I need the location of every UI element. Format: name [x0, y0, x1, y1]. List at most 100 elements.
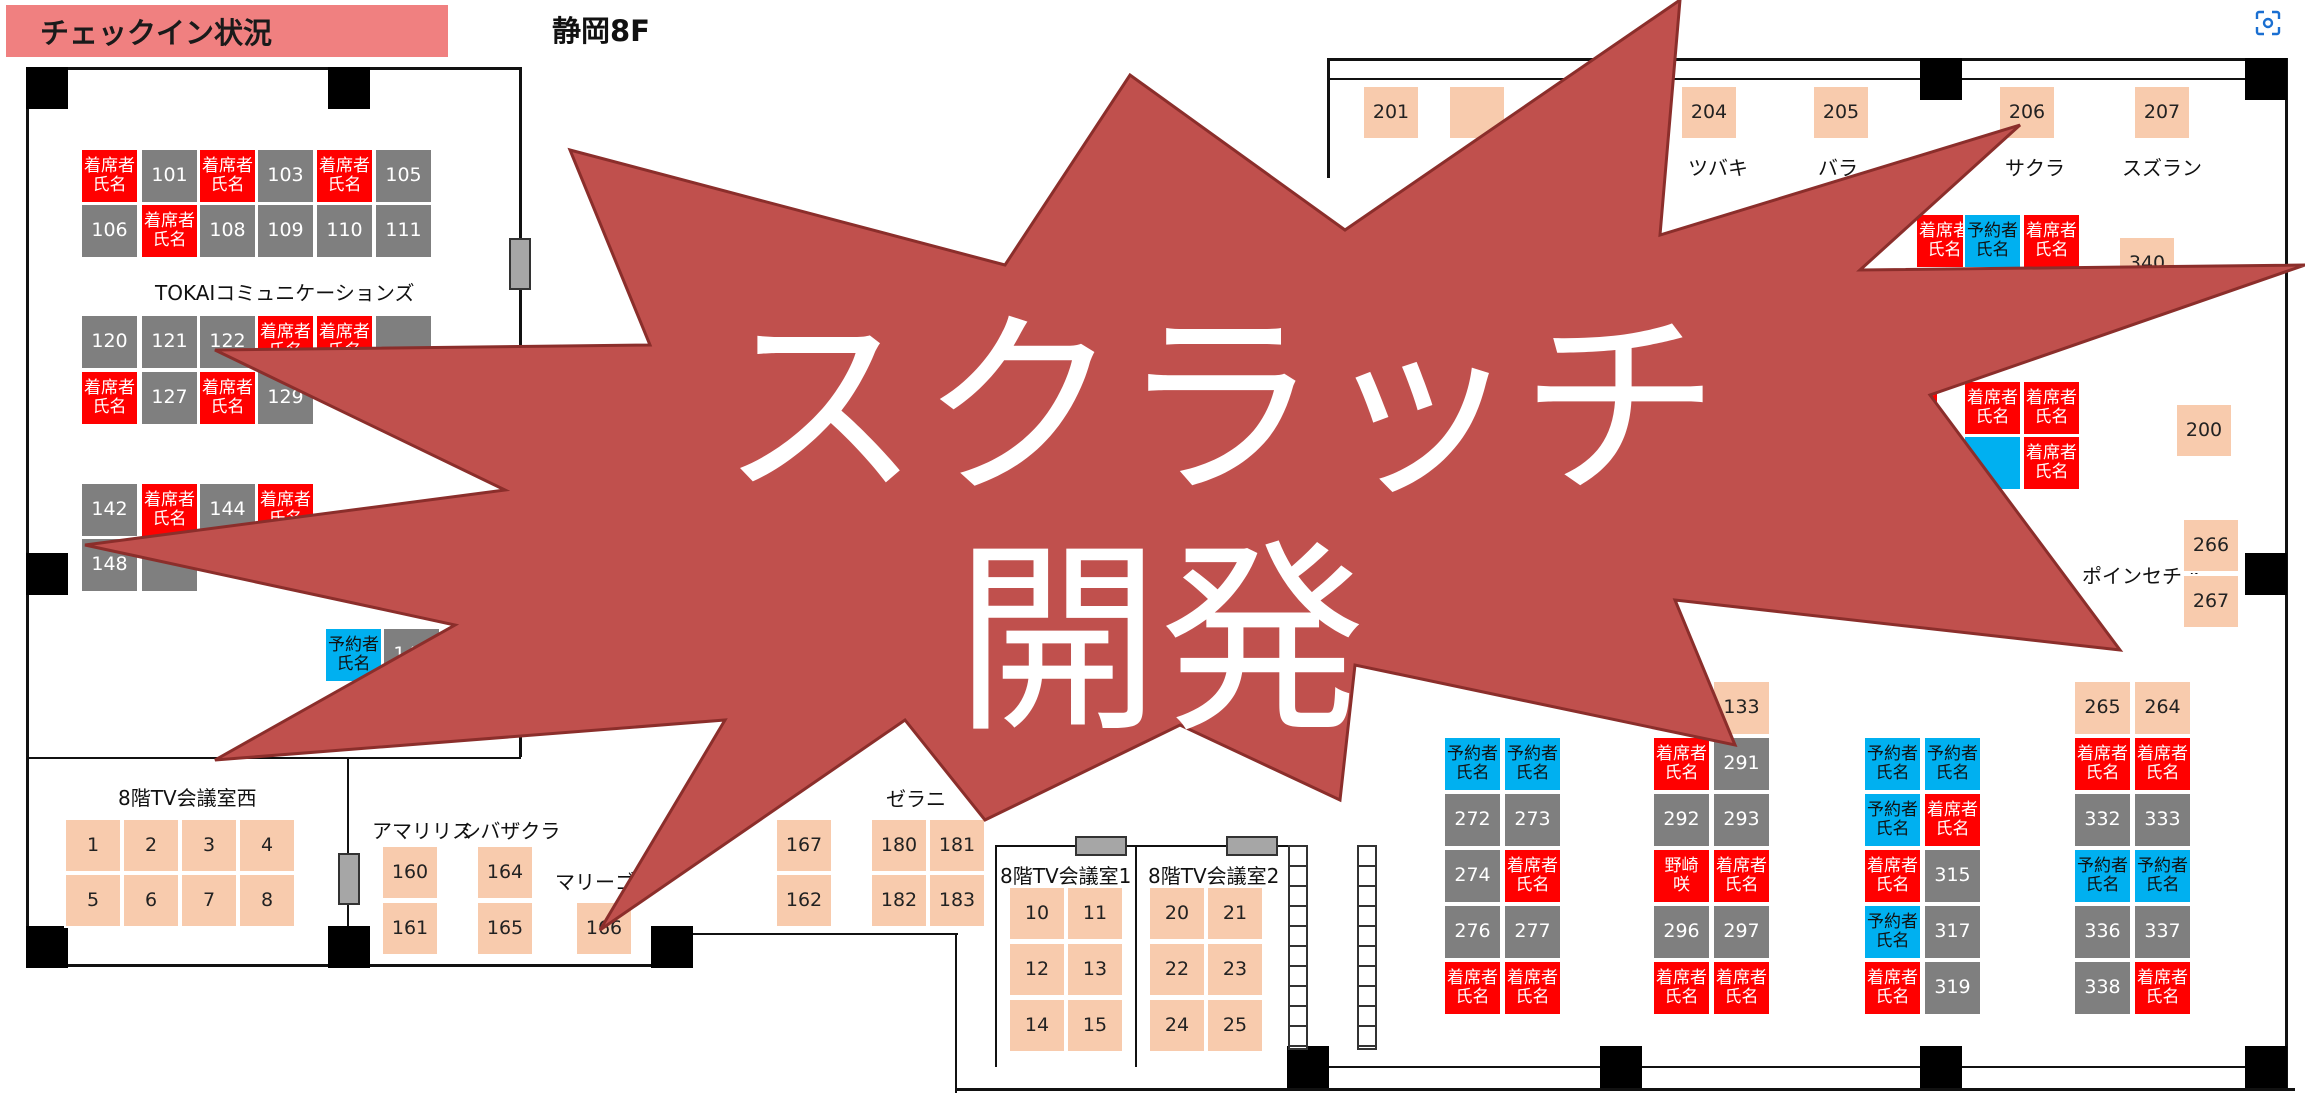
seat-r8[interactable]: 予約者 氏名	[2133, 848, 2192, 904]
seat-s274[interactable]: 274	[1443, 848, 1502, 904]
seat-s264[interactable]: 264	[2133, 680, 2192, 736]
seat-o1[interactable]: 着席者 氏名	[1503, 848, 1562, 904]
room-m15[interactable]: 15	[1066, 998, 1124, 1053]
seat-s110[interactable]: 110	[315, 203, 374, 259]
seat-s142[interactable]: 142	[80, 482, 139, 538]
room-m207[interactable]: 207	[2133, 85, 2191, 140]
seat-s101a[interactable]: 着席者 氏名	[80, 148, 139, 204]
room-m10[interactable]: 10	[1008, 886, 1066, 941]
seat-s128[interactable]: 着席者 氏名	[198, 370, 257, 426]
seat-o13[interactable]: 着席者 氏名	[2133, 736, 2192, 792]
room-m180[interactable]: 180	[870, 818, 928, 873]
room-m6[interactable]: 6	[122, 873, 180, 928]
seat-o7[interactable]: 着席者 氏名	[1652, 960, 1711, 1016]
room-m162[interactable]: 162	[775, 873, 833, 928]
seat-s291[interactable]: 291	[1712, 736, 1771, 792]
seat-s121[interactable]: 121	[140, 314, 199, 370]
room-m200[interactable]: 200	[2175, 403, 2233, 458]
seat-s122[interactable]: 122	[198, 314, 257, 370]
seat-o17[interactable]: 着席者 氏名	[1963, 380, 2022, 436]
room-m11[interactable]: 11	[1066, 886, 1124, 941]
seat-r3[interactable]: 予約者 氏名	[1863, 736, 1922, 792]
seat-s103[interactable]: 103	[256, 148, 315, 204]
seat-s276[interactable]: 276	[1443, 904, 1502, 960]
seat-s133[interactable]: 133	[1712, 680, 1771, 736]
room-m24[interactable]: 24	[1148, 998, 1206, 1053]
seat-s336[interactable]: 336	[2073, 904, 2132, 960]
room-m182[interactable]: 182	[870, 873, 928, 928]
seat-s109[interactable]: 109	[256, 203, 315, 259]
room-m165[interactable]: 165	[476, 901, 534, 956]
seat-s315[interactable]: 315	[1923, 848, 1982, 904]
room-m204[interactable]: 204	[1680, 85, 1738, 140]
seat-s337[interactable]: 337	[2133, 904, 2192, 960]
seat-s127[interactable]: 127	[140, 370, 199, 426]
room-m3[interactable]: 3	[180, 818, 238, 873]
room-m20[interactable]: 20	[1148, 886, 1206, 941]
room-m183[interactable]: 183	[928, 873, 986, 928]
room-m25[interactable]: 25	[1206, 998, 1264, 1053]
room-m12[interactable]: 12	[1008, 942, 1066, 997]
room-m267[interactable]: 267	[2182, 574, 2240, 629]
seat-r2[interactable]: 予約者 氏名	[1503, 736, 1562, 792]
seat-s265[interactable]: 265	[2073, 680, 2132, 736]
seat-s102[interactable]: 着席者 氏名	[198, 148, 257, 204]
seat-s104[interactable]: 着席者 氏名	[315, 148, 374, 204]
room-m201[interactable]: 201	[1362, 85, 1420, 140]
seat-s273[interactable]: 273	[1503, 792, 1562, 848]
seat-s333[interactable]: 333	[2133, 792, 2192, 848]
seat-r6[interactable]: 予約者 氏名	[1863, 904, 1922, 960]
seat-s107[interactable]: 着席者 氏名	[140, 203, 199, 259]
seat-s106[interactable]: 106	[80, 203, 139, 259]
seat-r1[interactable]: 予約者 氏名	[1443, 736, 1502, 792]
room-m4[interactable]: 4	[238, 818, 296, 873]
seat-s111[interactable]: 111	[374, 203, 433, 259]
seat-o19[interactable]: 着席者 氏名	[2022, 435, 2081, 491]
seat-o6[interactable]: 着席者 氏名	[1712, 848, 1771, 904]
seat-s338[interactable]: 338	[2073, 960, 2132, 1016]
seat-r4[interactable]: 予約者 氏名	[1923, 736, 1982, 792]
room-m167[interactable]: 167	[775, 818, 833, 873]
room-m160[interactable]: 160	[381, 845, 439, 900]
seat-o11[interactable]: 着席者 氏名	[1863, 960, 1922, 1016]
room-m7[interactable]: 7	[180, 873, 238, 928]
room-m13[interactable]: 13	[1066, 942, 1124, 997]
seat-s272[interactable]: 272	[1443, 792, 1502, 848]
seat-r7[interactable]: 予約者 氏名	[2073, 848, 2132, 904]
seat-s126[interactable]: 着席者 氏名	[80, 370, 139, 426]
room-m5[interactable]: 5	[64, 873, 122, 928]
seat-o8[interactable]: 着席者 氏名	[1712, 960, 1771, 1016]
room-m21[interactable]: 21	[1206, 886, 1264, 941]
seat-s292[interactable]: 292	[1652, 792, 1711, 848]
seat-o14[interactable]: 着席者 氏名	[2133, 960, 2192, 1016]
room-m2[interactable]: 2	[122, 818, 180, 873]
seat-s293[interactable]: 293	[1712, 792, 1771, 848]
seat-o10[interactable]: 着席者 氏名	[1863, 848, 1922, 904]
seat-s101[interactable]: 101	[140, 148, 199, 204]
seat-s105[interactable]: 105	[374, 148, 433, 204]
room-m266[interactable]: 266	[2182, 518, 2240, 573]
seat-s297[interactable]: 297	[1712, 904, 1771, 960]
seat-o3[interactable]: 着席者 氏名	[1503, 960, 1562, 1016]
seat-o9[interactable]: 着席者 氏名	[1923, 792, 1982, 848]
seat-s317[interactable]: 317	[1923, 904, 1982, 960]
room-m8[interactable]: 8	[238, 873, 296, 928]
seat-s277[interactable]: 277	[1503, 904, 1562, 960]
seat-r9[interactable]: 予約者 氏名	[1963, 213, 2022, 269]
screen-scan-icon[interactable]	[2249, 4, 2287, 42]
seat-s296[interactable]: 296	[1652, 904, 1711, 960]
room-m181[interactable]: 181	[928, 818, 986, 873]
seat-s332[interactable]: 332	[2073, 792, 2132, 848]
seat-s319[interactable]: 319	[1923, 960, 1982, 1016]
room-m161[interactable]: 161	[381, 901, 439, 956]
seat-s120[interactable]: 120	[80, 314, 139, 370]
seat-o5[interactable]: 野崎 咲	[1652, 848, 1711, 904]
seat-o4[interactable]: 着席者 氏名	[1652, 736, 1711, 792]
seat-r5[interactable]: 予約者 氏名	[1863, 792, 1922, 848]
room-m164[interactable]: 164	[476, 845, 534, 900]
room-m23[interactable]: 23	[1206, 942, 1264, 997]
room-m1[interactable]: 1	[64, 818, 122, 873]
seat-o12[interactable]: 着席者 氏名	[2073, 736, 2132, 792]
room-m205[interactable]: 205	[1812, 85, 1870, 140]
room-m14[interactable]: 14	[1008, 998, 1066, 1053]
